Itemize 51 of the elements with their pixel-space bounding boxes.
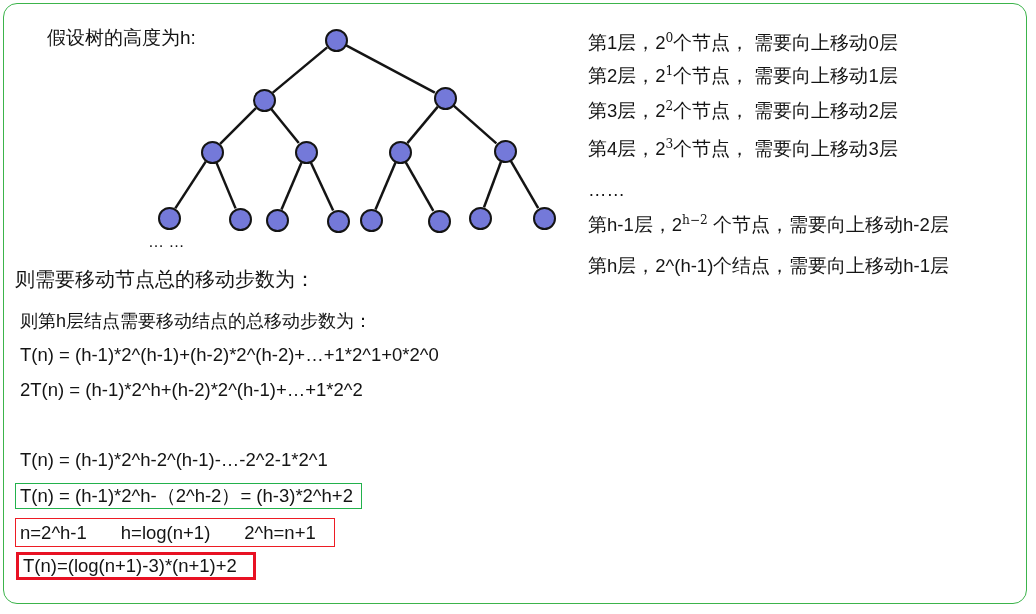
heading-text: 假设树的高度为h: [47, 26, 196, 50]
level-description: 第2层，2$^{1}$个节点， 需要向上移动1层 [588, 64, 898, 88]
tree-node-circle [157, 206, 181, 230]
ellipsis-text: … … [148, 232, 185, 252]
tree-node-circle [532, 206, 556, 230]
formula-text: T(n) = (h-1)*2^(h-1)+(h-2)*2^(h-2)+…+1*2^1+0*2^0 [20, 343, 439, 367]
formula-text: 2T(n) = (h-1)*2^h+(h-2)*2^(h-1)+…+1*2^2 [20, 378, 363, 402]
summary-text: 则需要移动节点总的移动步数为： [15, 267, 315, 292]
tree-node-circle [265, 208, 289, 232]
formula-box [15, 483, 362, 509]
tree-edge-line [404, 161, 435, 212]
formula-text: h=log(n+1) [120, 521, 211, 544]
tree-edge-line [215, 162, 237, 209]
level-description: 第h层，2^(h-1)个结点，需要向上移动h-1层 [588, 254, 950, 278]
formula-text: T(n) = (h-1)*2^h-（2^h-2）= (h-3)*2^h+2 [20, 485, 353, 507]
tree-node-circle [468, 206, 492, 230]
tree-edge-line [280, 162, 303, 210]
tree-edge-line [272, 46, 328, 94]
tree-edge-line [374, 162, 397, 210]
tree-node-circle [200, 140, 224, 164]
formula-box [16, 552, 256, 580]
tree-node-circle [359, 208, 383, 232]
tree-edge-line [309, 161, 335, 212]
tree-edge-line [452, 104, 498, 145]
tree-edge-line [509, 160, 540, 209]
tree-edge-line [482, 161, 503, 208]
tree-edge-line [219, 107, 257, 145]
ellipsis-text: …… [588, 178, 625, 202]
tree-edge-line [174, 160, 207, 210]
formula-text: T(n) = (h-1)*2^h-2^(h-1)-…-2^2-1*2^1 [20, 448, 328, 472]
formula-box [15, 518, 335, 547]
tree-node-circle [388, 140, 412, 164]
tree-node-circle [326, 209, 350, 233]
tree-node-circle [427, 209, 451, 233]
level-description: 第h-1层，2$^{h−2}$ 个节点，需要向上移动h-2层 [588, 213, 949, 237]
tree-node-circle [324, 28, 348, 52]
formula-text: 2^h=n+1 [244, 521, 316, 544]
tree-node-circle [228, 207, 252, 231]
summary-text: 则第h层结点需要移动结点的总移动步数为： [20, 310, 372, 333]
tree-edge-line [406, 106, 439, 144]
level-description: 第3层，2$^{2}$个节点， 需要向上移动2层 [588, 99, 898, 123]
level-description: 第1层，2$^{0}$个节点， 需要向上移动0层 [588, 31, 898, 55]
tree-node-circle [294, 140, 318, 164]
formula-text: n=2^h-1 [20, 521, 87, 544]
formula-text: T(n)=(log(n+1)-3)*(n+1)+2 [23, 555, 237, 577]
tree-edge-line [345, 44, 436, 94]
tree-node-circle [493, 139, 517, 163]
tree-node-circle [252, 88, 276, 112]
tree-edge-line [270, 108, 300, 144]
tree-node-circle [433, 86, 457, 110]
level-description: 第4层，2$^{3}$个节点， 需要向上移动3层 [588, 137, 898, 161]
